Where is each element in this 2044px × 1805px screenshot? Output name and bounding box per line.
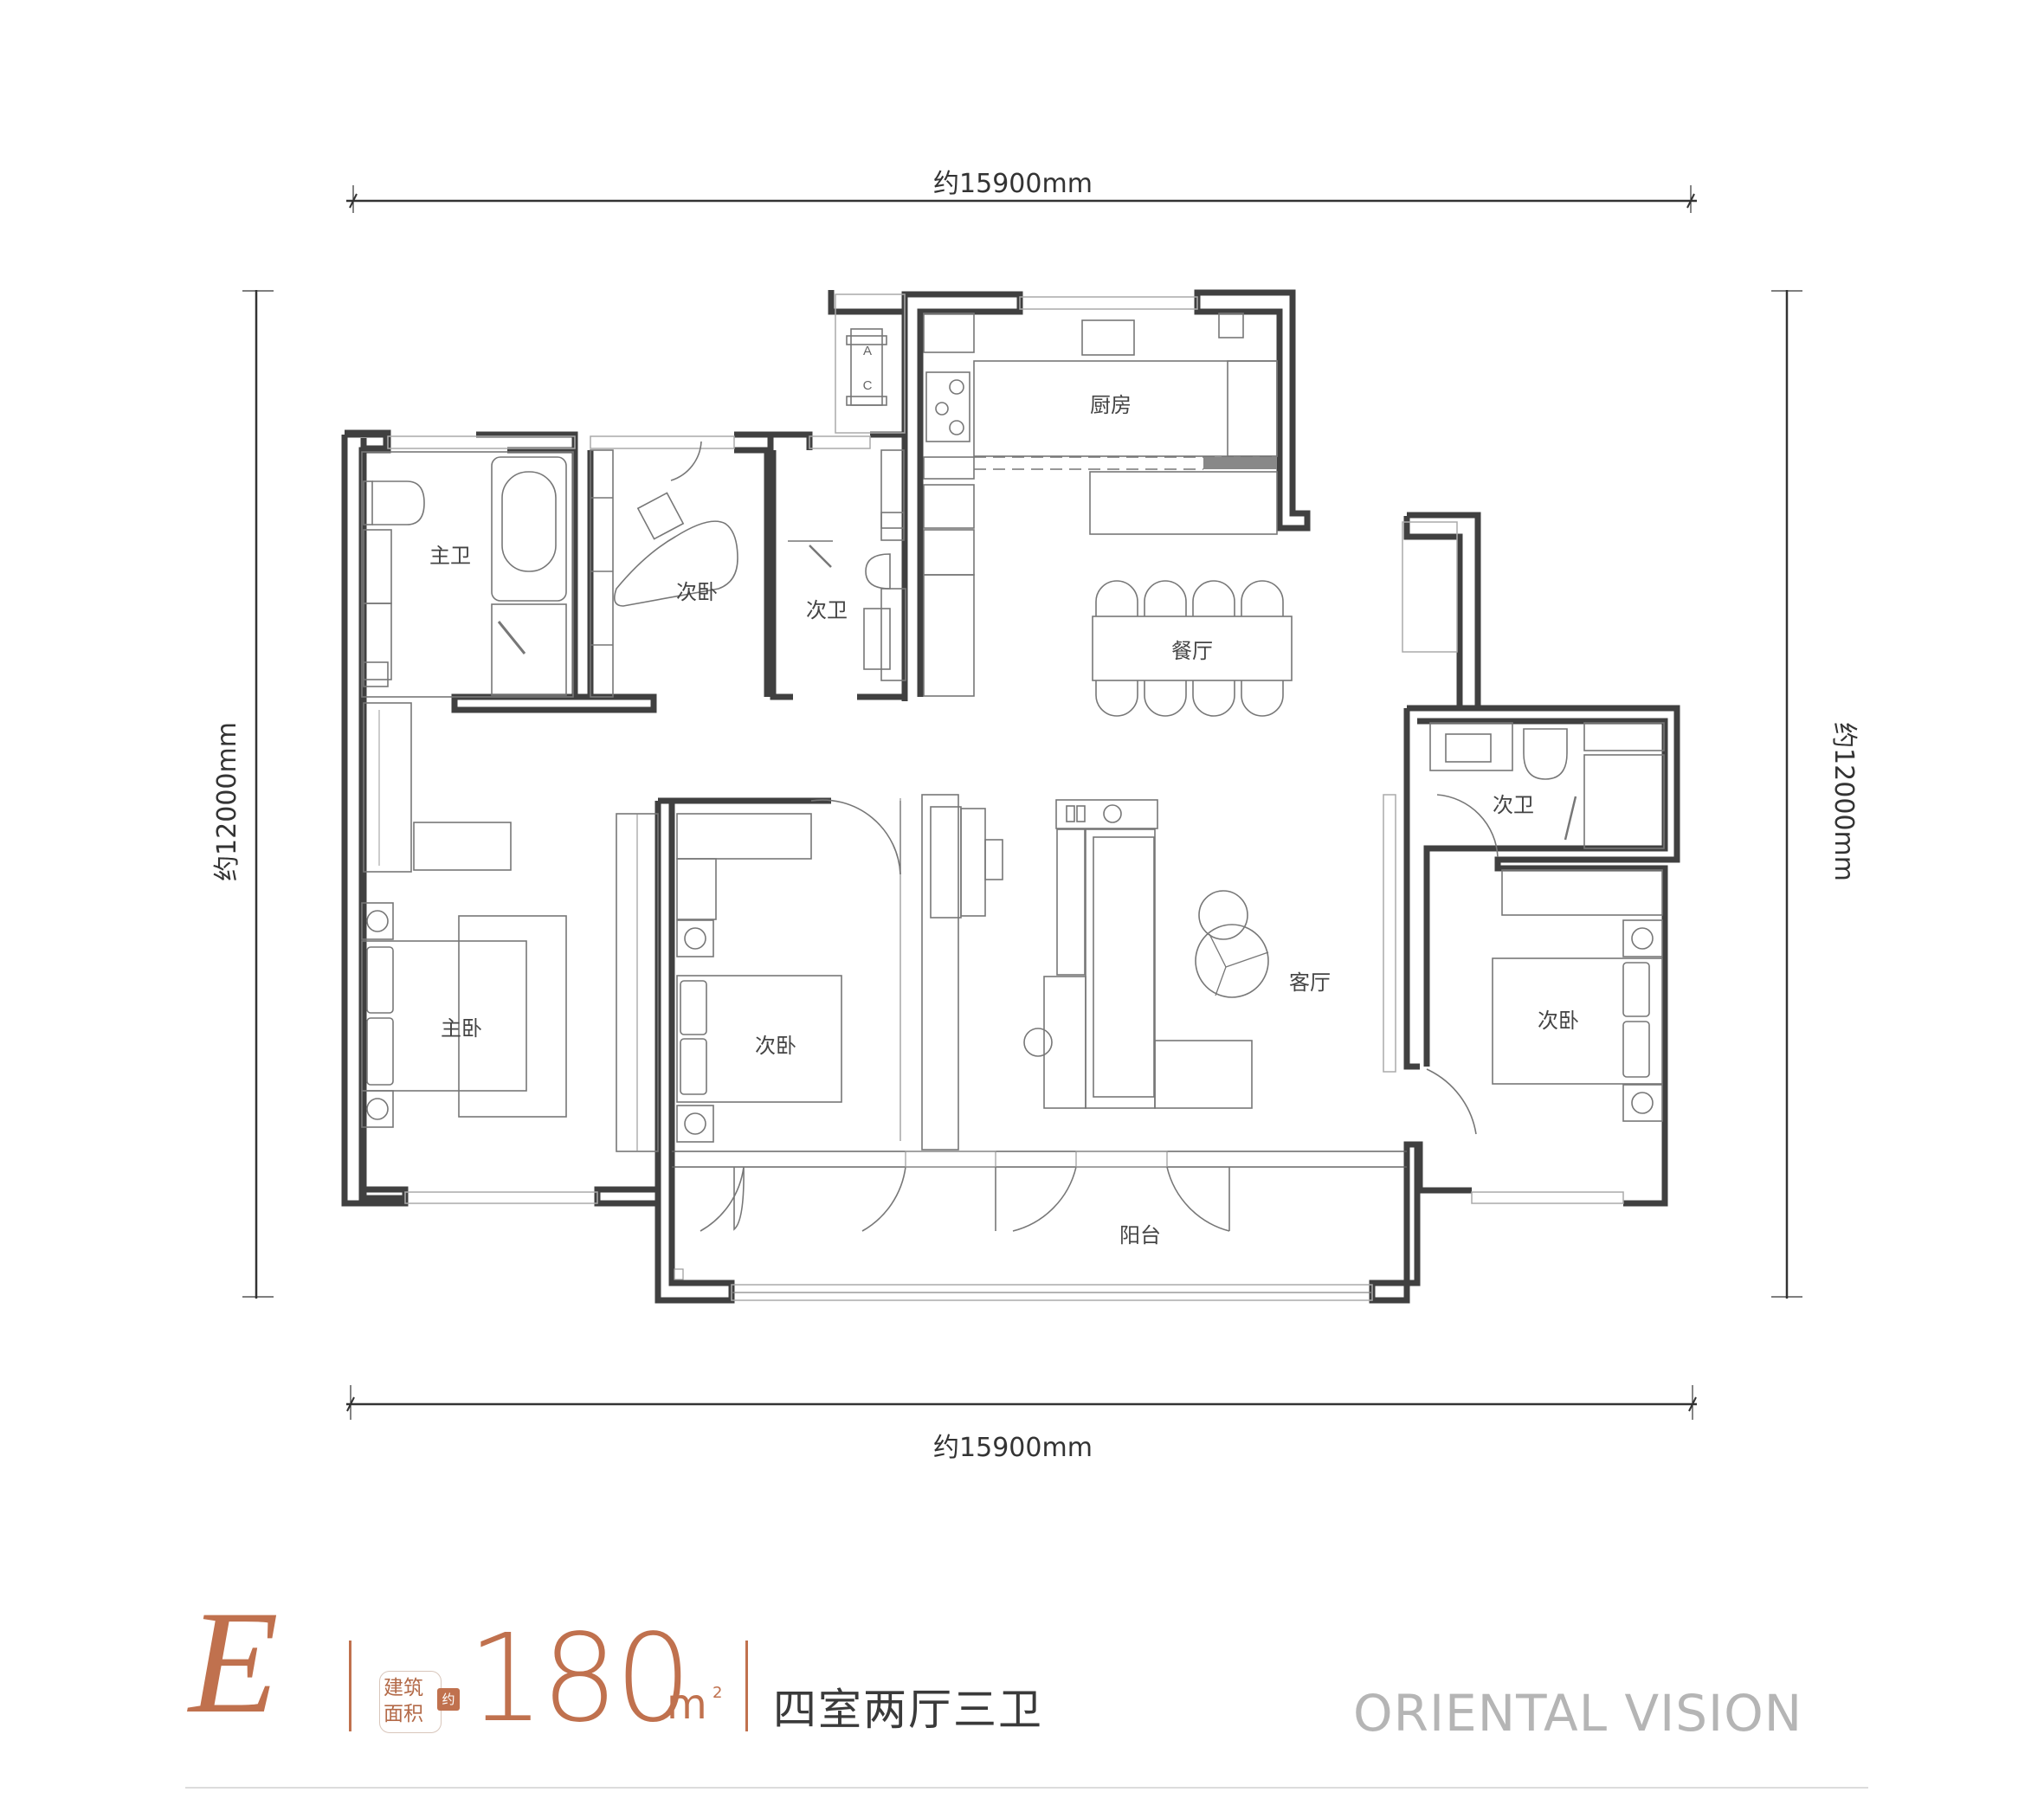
area-label-line1: 建筑 <box>384 1677 423 1699</box>
label-study-bedroom: 次卧 <box>676 580 718 604</box>
unit-type: E <box>189 1581 279 1744</box>
ac-letter-c: C <box>863 378 873 393</box>
area-value: 180 <box>467 1608 692 1750</box>
ac-letter-a: A <box>863 344 872 358</box>
dimension-top: 约15900mm <box>346 169 1697 213</box>
separator-left <box>349 1641 351 1731</box>
area-unit-superscript: 2 <box>712 1684 723 1702</box>
living-room-furniture <box>1023 799 1269 1109</box>
brand-logo: ORIENTAL VISION <box>1353 1684 1803 1743</box>
dimension-top-label: 约15900mm <box>933 169 1093 199</box>
label-right-bath: 次卫 <box>1493 793 1534 817</box>
ac-unit: A C <box>846 328 887 406</box>
label-master-bedroom: 主卧 <box>441 1016 482 1041</box>
dining-set <box>1092 580 1293 717</box>
study-fixtures <box>590 441 738 698</box>
master-bedroom-furniture <box>361 702 659 1152</box>
layout-description: 四室两厅三卫 <box>773 1685 1043 1735</box>
label-living-room: 客厅 <box>1289 970 1331 995</box>
balcony-doors <box>672 1151 1407 1280</box>
center-bath-fixtures <box>788 449 906 681</box>
label-right-bedroom: 次卧 <box>1538 1009 1579 1033</box>
second-bedroom-center-furniture <box>676 799 901 1143</box>
label-kitchen: 厨房 <box>1090 393 1132 417</box>
room-labels: 主卫 次卧 次卫 厨房 餐厅 次卫 主卧 次卧 客厅 次卧 阳台 <box>429 393 1579 1247</box>
label-balcony: 阳台 <box>1119 1223 1161 1247</box>
area-unit: m <box>667 1680 707 1729</box>
separator-right <box>745 1641 748 1731</box>
master-bath-fixtures <box>361 451 574 698</box>
footer-divider <box>185 1787 1868 1789</box>
label-center-bath: 次卫 <box>806 598 848 622</box>
tv-wall-partition <box>899 794 1003 1151</box>
right-bath-fixtures <box>1429 722 1665 858</box>
dimension-right-label: 约12000mm <box>1828 722 1859 881</box>
area-approx-badge: 约 <box>437 1688 460 1711</box>
dimension-bottom-label: 约15900mm <box>933 1433 1093 1463</box>
label-center-bedroom: 次卧 <box>755 1034 796 1058</box>
area-label-line2: 面积 <box>384 1703 423 1725</box>
dimension-bottom: 约15900mm <box>346 1385 1697 1463</box>
label-master-bath: 主卫 <box>429 544 471 568</box>
floor-plan: 约15900mm 约15900mm 约12000mm 约12000mm <box>212 169 1859 1463</box>
dimension-right: 约12000mm <box>1771 290 1859 1299</box>
windows <box>387 293 1624 1301</box>
area-label: 建筑 面积 <box>379 1671 442 1733</box>
second-bedroom-right-furniture <box>1426 869 1663 1135</box>
walls <box>341 289 1680 1304</box>
kitchen-fixtures <box>923 313 1278 697</box>
label-dining: 餐厅 <box>1171 639 1213 663</box>
dimension-left: 约12000mm <box>212 290 274 1299</box>
dimension-left-label: 约12000mm <box>212 722 242 881</box>
